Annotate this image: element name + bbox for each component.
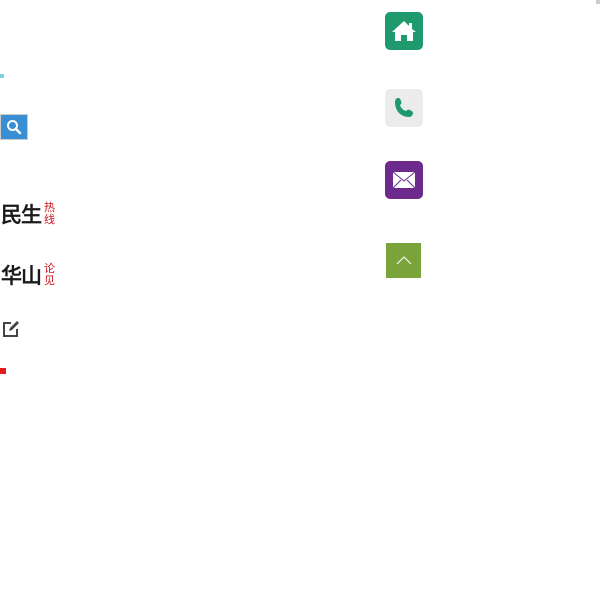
logo-sub-text: 论: [44, 262, 55, 275]
mail-button[interactable]: [385, 161, 423, 199]
logo-main-text: 民生: [1, 202, 42, 227]
phone-icon: [395, 98, 413, 117]
logo-sub-text: 见: [44, 274, 55, 287]
back-to-top-button[interactable]: [386, 243, 421, 278]
edit-button[interactable]: [2, 320, 20, 338]
huashan-opinion-link[interactable]: 华山 论见: [1, 260, 55, 290]
edit-icon: [3, 321, 19, 337]
logo-main-text: 华山: [1, 263, 42, 288]
decorative-marker: [0, 74, 4, 78]
phone-button[interactable]: [385, 89, 423, 127]
chevron-up-icon: [396, 255, 411, 264]
search-button[interactable]: [0, 114, 28, 140]
search-icon: [7, 120, 22, 135]
close-marker[interactable]: [596, 0, 600, 4]
home-icon: [392, 21, 416, 41]
red-marker: [0, 368, 6, 374]
logo-sub-text: 热: [44, 201, 55, 214]
minsheng-hotline-link[interactable]: 民生 热线: [1, 199, 55, 229]
home-button[interactable]: [385, 12, 423, 50]
mail-icon: [393, 172, 415, 188]
logo-sub-text: 线: [44, 213, 55, 226]
